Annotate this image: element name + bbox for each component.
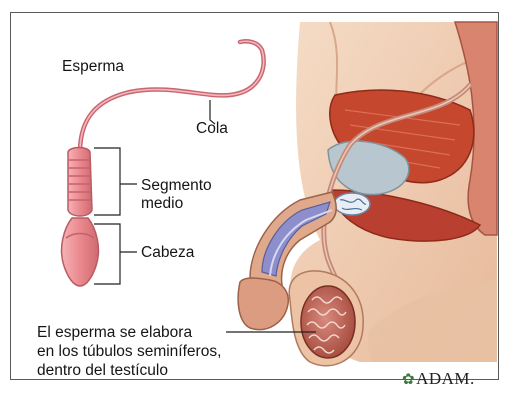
head-bracket bbox=[94, 224, 137, 284]
head-label: Cabeza bbox=[141, 244, 194, 262]
glans bbox=[238, 278, 288, 330]
note-line3: dentro del testículo bbox=[37, 362, 168, 380]
logo-text: ADAM. bbox=[416, 369, 475, 388]
midpiece-label-line1: Segmento bbox=[141, 177, 212, 195]
anatomy-illustration bbox=[238, 22, 497, 366]
sperm-label: Esperma bbox=[62, 58, 124, 76]
tail-label: Cola bbox=[196, 120, 228, 138]
adam-logo: ✿ADAM. bbox=[402, 369, 475, 389]
midpiece-label-line2: medio bbox=[141, 195, 183, 213]
testis bbox=[301, 286, 355, 358]
sperm-head bbox=[62, 218, 99, 286]
note-line2: en los túbulos seminíferos, bbox=[37, 343, 221, 361]
note-line1: El esperma se elabora bbox=[37, 324, 192, 342]
leaf-icon: ✿ bbox=[402, 372, 415, 388]
midpiece-bracket bbox=[94, 148, 137, 215]
sperm-midpiece bbox=[68, 148, 92, 217]
